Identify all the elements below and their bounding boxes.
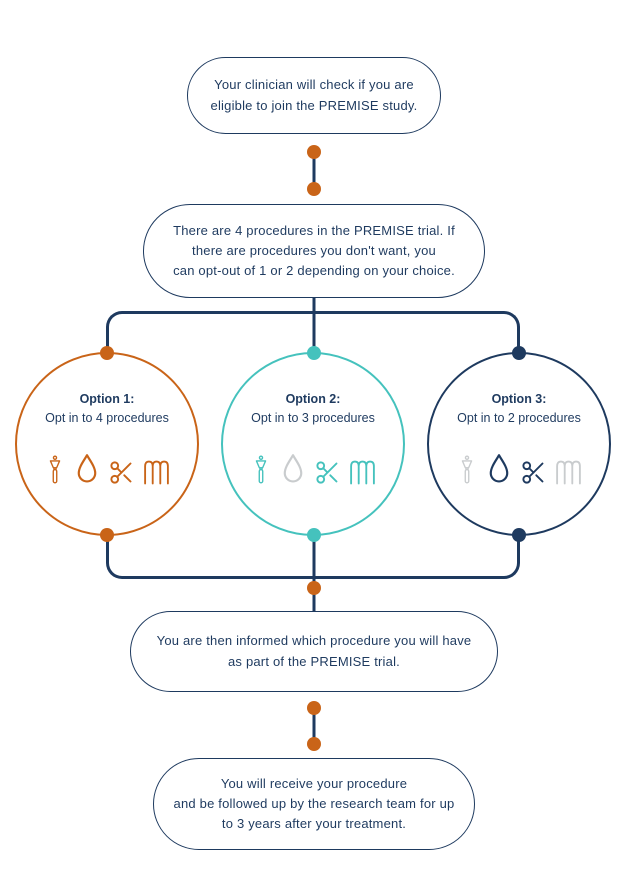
scissors-icon <box>314 459 341 486</box>
step-4-text-line-2: and be followed up by the research team … <box>173 795 455 811</box>
branch-merge-dot <box>307 581 321 595</box>
step-3-text-line-1: You are then informed which procedure yo… <box>156 633 472 649</box>
step-1-text-line-2: eligible to join the PREMISE study. <box>210 97 418 113</box>
connector-line-1 <box>312 150 316 190</box>
branch-center-line-bottom <box>312 535 316 612</box>
connector-2-bottom-dot <box>307 737 321 751</box>
option-1-subtitle: Opt in to 4 procedures <box>45 410 169 425</box>
droplet-icon <box>486 453 512 486</box>
step-2-box: There are 4 procedures in the PREMISE tr… <box>143 204 485 298</box>
option-2-title: Option 2: <box>285 392 341 406</box>
coil-icon <box>143 459 170 486</box>
scissors-icon <box>108 459 135 486</box>
step-4-box: You will receive your procedure and be f… <box>153 758 475 850</box>
option-3-top-dot <box>512 346 526 360</box>
otoscope-icon <box>44 455 66 486</box>
otoscope-icon <box>456 455 478 486</box>
option-3-circle: Option 3: Opt in to 2 procedures <box>427 352 611 536</box>
option-3-icons <box>456 452 582 486</box>
step-2-text-line-1: There are 4 procedures in the PREMISE tr… <box>173 222 455 238</box>
option-3-subtitle: Opt in to 2 procedures <box>457 410 581 425</box>
option-2-circle: Option 2: Opt in to 3 procedures <box>221 352 405 536</box>
scissors-icon <box>520 459 547 486</box>
step-2-text-line-2: there are procedures you don't want, you <box>192 242 436 258</box>
step-1-box: Your clinician will check if you are eli… <box>187 57 441 134</box>
droplet-icon <box>74 453 100 486</box>
option-1-circle: Option 1: Opt in to 4 procedures <box>15 352 199 536</box>
connector-1-top-dot <box>307 145 321 159</box>
option-1-title: Option 1: <box>79 392 135 406</box>
coil-icon <box>349 459 376 486</box>
step-4-text-line-1: You will receive your procedure <box>220 775 408 791</box>
step-2-text-line-3: can opt-out of 1 or 2 depending on your … <box>173 263 455 279</box>
step-1-text-line-1: Your clinician will check if you are <box>214 77 414 93</box>
option-2-subtitle: Opt in to 3 procedures <box>251 410 375 425</box>
option-2-bottom-dot <box>307 528 321 542</box>
step-3-text-line-2: as part of the PREMISE trial. <box>228 653 400 669</box>
connector-2-top-dot <box>307 701 321 715</box>
option-3-title: Option 3: <box>491 392 547 406</box>
option-2-icons <box>250 452 376 486</box>
droplet-icon <box>280 453 306 486</box>
connector-1-bottom-dot <box>307 182 321 196</box>
option-1-icons <box>44 452 170 486</box>
option-1-top-dot <box>100 346 114 360</box>
option-2-top-dot <box>307 346 321 360</box>
step-3-box: You are then informed which procedure yo… <box>130 611 498 692</box>
otoscope-icon <box>250 455 272 486</box>
option-1-bottom-dot <box>100 528 114 542</box>
branch-center-line-top <box>312 296 316 354</box>
step-4-text-line-3: to 3 years after your treatment. <box>221 816 407 832</box>
coil-icon <box>555 459 582 486</box>
connector-line-2 <box>312 706 316 746</box>
branch-bracket-top <box>106 311 520 354</box>
option-3-bottom-dot <box>512 528 526 542</box>
